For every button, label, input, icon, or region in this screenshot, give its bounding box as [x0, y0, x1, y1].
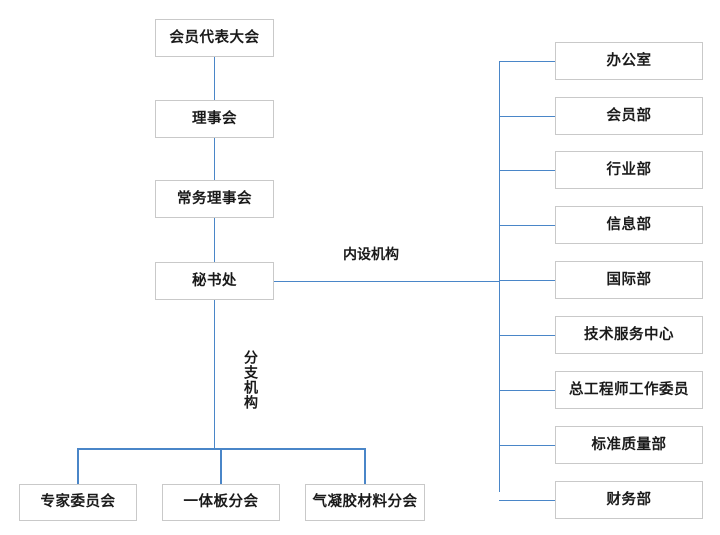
node-standards-quality-dept[interactable]: 标准质量部 [555, 426, 703, 464]
node-secretariat[interactable]: 秘书处 [155, 262, 274, 300]
node-label: 标准质量部 [591, 436, 667, 453]
branch-organizations-label: 分支机构 [241, 350, 259, 410]
node-council[interactable]: 理事会 [155, 100, 274, 138]
internal-departments-trunk [498, 61, 501, 492]
node-label: 国际部 [606, 271, 652, 288]
node-aerogel-material-branch[interactable]: 气凝胶材料分会 [305, 484, 425, 521]
node-label: 行业部 [606, 161, 652, 178]
node-members-assembly[interactable]: 会员代表大会 [155, 19, 274, 57]
connector-secretariat-to-branch-bus [213, 300, 216, 449]
node-integrated-board-branch[interactable]: 一体板分会 [162, 484, 280, 521]
connector-trunk-to-dept-6 [498, 389, 556, 392]
node-label: 技术服务中心 [584, 326, 674, 343]
connector-trunk-to-dept-2 [498, 169, 556, 172]
node-finance-dept[interactable]: 财务部 [555, 481, 703, 519]
node-label: 信息部 [606, 216, 652, 233]
connector-trunk-to-dept-1 [498, 115, 556, 118]
node-label: 办公室 [606, 52, 652, 69]
connector-bus-to-aerogel-material-branch [364, 448, 366, 484]
node-technical-service-center[interactable]: 技术服务中心 [555, 316, 703, 354]
node-label: 专家委员会 [40, 494, 116, 511]
connector-bus-to-expert-committee [77, 448, 79, 484]
node-standing-council[interactable]: 常务理事会 [155, 180, 274, 218]
connector-secretariat-to-internal-trunk [274, 280, 499, 283]
connector-trunk-to-dept-0 [498, 60, 556, 63]
node-label: 一体板分会 [183, 494, 259, 511]
node-label: 财务部 [606, 491, 652, 508]
connector-standing-council-to-secretariat [213, 218, 216, 262]
node-label: 会员部 [606, 107, 652, 124]
connector-trunk-to-dept-3 [498, 224, 556, 227]
node-membership-dept[interactable]: 会员部 [555, 97, 703, 135]
connector-trunk-to-dept-5 [498, 334, 556, 337]
node-international-dept[interactable]: 国际部 [555, 261, 703, 299]
node-expert-committee[interactable]: 专家委员会 [19, 484, 137, 521]
node-label: 气凝胶材料分会 [312, 494, 418, 511]
node-label: 总工程师工作委员 [569, 381, 689, 398]
connector-assembly-to-council [213, 57, 216, 100]
node-office[interactable]: 办公室 [555, 42, 703, 80]
connector-trunk-to-dept-8 [498, 499, 556, 502]
node-label: 会员代表大会 [169, 29, 260, 46]
node-chief-engineer-committee[interactable]: 总工程师工作委员 [555, 371, 703, 409]
node-label: 秘书处 [192, 272, 237, 289]
node-label: 常务理事会 [177, 190, 252, 207]
internal-departments-label: 内设机构 [343, 246, 399, 263]
connector-bus-to-integrated-board-branch [220, 448, 222, 484]
node-information-dept[interactable]: 信息部 [555, 206, 703, 244]
connector-trunk-to-dept-4 [498, 279, 556, 282]
node-industry-dept[interactable]: 行业部 [555, 151, 703, 189]
node-label: 理事会 [192, 110, 237, 127]
connector-trunk-to-dept-7 [498, 444, 556, 447]
connector-council-to-standing-council [213, 138, 216, 180]
